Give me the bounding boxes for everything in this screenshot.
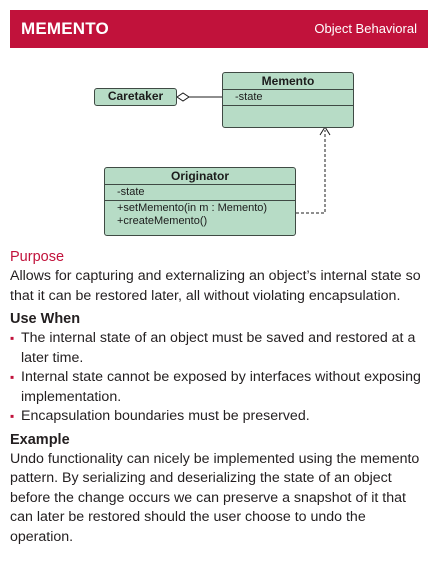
originator-operation: +setMemento(in m : Memento) (117, 202, 268, 214)
pattern-header: MEMENTO Object Behavioral (10, 10, 428, 48)
list-item: ▪The internal state of an object must be… (10, 330, 416, 366)
originator-attributes: -state (105, 185, 295, 201)
originator-operation: +createMemento() (117, 215, 208, 227)
originator-attribute: -state (117, 186, 145, 198)
use-when-list: ▪The internal state of an object must be… (10, 329, 430, 427)
pattern-category: Object Behavioral (314, 21, 417, 36)
example-heading: Example (10, 431, 70, 448)
originator-name: Originator (105, 168, 295, 185)
originator-class: Originator -state +setMemento(in m : Mem… (104, 167, 296, 236)
bullet-icon: ▪ (10, 331, 15, 345)
bullet-icon: ▪ (10, 370, 15, 384)
list-item: ▪Internal state cannot be exposed by int… (10, 369, 421, 405)
caretaker-name: Caretaker (107, 89, 164, 103)
memento-class: Memento -state (222, 72, 354, 128)
list-item: ▪Encapsulation boundaries must be preser… (10, 407, 430, 427)
pattern-title: MEMENTO (21, 19, 109, 38)
memento-attribute: -state (235, 91, 263, 103)
memento-operations (223, 106, 353, 128)
example-text: Undo functionality can nicely be impleme… (10, 450, 420, 545)
aggregation-diamond-icon (176, 92, 190, 102)
uml-diagram: Caretaker Memento -state Originator -sta… (0, 60, 439, 245)
dependency-line (296, 130, 326, 214)
purpose-heading: Purpose (10, 249, 65, 265)
pattern-description: Purpose Allows for capturing and externa… (10, 248, 430, 551)
use-when-heading: Use When (10, 311, 81, 327)
originator-operations: +setMemento(in m : Memento) +createMemen… (105, 201, 295, 229)
memento-attributes: -state (223, 90, 353, 106)
memento-name: Memento (223, 73, 353, 90)
purpose-text: Allows for capturing and externalizing a… (10, 268, 421, 304)
bullet-icon: ▪ (10, 409, 15, 423)
caretaker-class: Caretaker (94, 88, 177, 106)
